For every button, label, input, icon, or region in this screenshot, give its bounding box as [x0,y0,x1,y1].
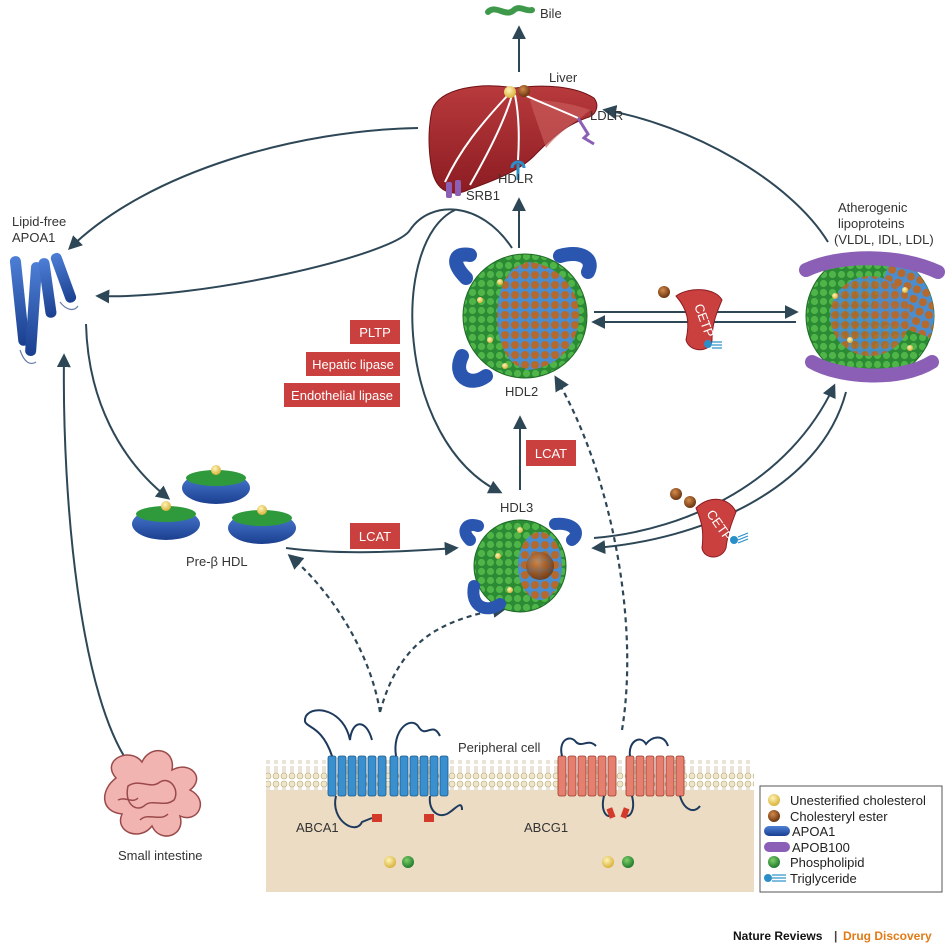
atherogenic-to-liver-arrow [602,105,829,243]
legend-label: APOB100 [792,840,850,855]
abcg1-transporter-icon [557,736,701,819]
cetp-bottom-icon: CETP [670,488,749,558]
intestine-to-apoa1-arrow [56,353,133,769]
hepatic-lipase-box: Hepatic lipase [306,352,400,376]
legend: Unesterified cholesterol Cholesteryl est… [759,785,943,893]
lcat-horizontal-label: LCAT [359,529,391,544]
legend-item-triglyceride: Triglyceride [764,871,857,886]
pre-beta-hdl-label: Pre-β HDL [186,554,248,569]
journal-section: Drug Discovery [843,929,932,943]
legend-item-apob100: APOB100 [764,840,850,855]
lipid-free-apoa1-icon [9,252,79,365]
abca1-cholesterol-icon [384,856,396,868]
liver-to-apoa1-arrow [67,127,419,250]
hdl2-to-apoa1-arrow [95,208,513,304]
legend-label: Triglyceride [790,871,857,886]
lipid-free-label-line1: Lipid-free [12,214,66,229]
blue-cylinder-icon [764,826,790,836]
hepatic-lipase-label: Hepatic lipase [312,357,394,372]
atherogenic-to-hdl3-arrow [591,391,847,555]
hdlr-label: HDLR [498,171,533,186]
purple-cylinder-icon [764,842,790,852]
small-intestine-label: Small intestine [118,848,203,863]
liver-label: Liver [549,70,578,85]
hdl3-to-atherogenic-arrow [593,383,836,539]
journal-name: Nature Reviews [733,929,823,943]
abcg1-phospholipid-icon [622,856,634,868]
triglyceride-icon [764,874,786,882]
pltp-box: PLTP [350,320,400,344]
hdl2-to-hdl3-remodel-arrow [411,209,503,494]
atherogenic-lipoprotein-icon [799,251,945,383]
abca1-transporter-icon [303,709,463,829]
abca1-to-prebeta-dashed-arrow [287,554,382,713]
bile-icon [485,5,535,16]
srb1-label: SRB1 [466,188,500,203]
apoa1-to-prebeta-arrow [85,323,171,500]
hdl2-particle-icon [449,247,597,388]
peripheral-cell [266,760,754,892]
endothelial-lipase-box: Endothelial lipase [284,383,400,407]
legend-item-unesterified-cholesterol: Unesterified cholesterol [768,793,926,808]
pathway-arrows [56,25,847,880]
liver-icon [428,85,598,198]
green-sphere-icon [768,856,780,868]
lcat-horizontal-box: LCAT [350,523,400,549]
abca1-label: ABCA1 [296,820,339,835]
brown-sphere-icon [768,810,780,822]
abca1-to-hdl3-dashed-arrow [378,602,509,713]
hdl3-label: HDL3 [500,500,533,515]
legend-label: APOA1 [792,824,835,839]
journal-credit: Nature Reviews | Drug Discovery [733,929,932,943]
atherogenic-label-line2: lipoproteins [838,216,905,231]
lcat-vertical-box: LCAT [526,440,576,466]
legend-item-cholesteryl-ester: Cholesteryl ester [768,809,888,824]
hdl2-label: HDL2 [505,384,538,399]
yellow-sphere-icon [768,794,780,806]
abcg1-to-hdl2-dashed-arrow [554,375,629,731]
legend-label: Phospholipid [790,855,864,870]
legend-label: Unesterified cholesterol [790,793,926,808]
legend-item-apoa1: APOA1 [764,824,835,839]
peripheral-cell-label: Peripheral cell [458,740,540,755]
endothelial-lipase-label: Endothelial lipase [291,388,393,403]
prebeta-to-hdl3-arrow [285,541,459,556]
ldlr-label: LDLR [590,108,623,123]
atherogenic-label-line3: (VLDL, IDL, LDL) [834,232,934,247]
abcg1-label: ABCG1 [524,820,568,835]
pltp-label: PLTP [359,325,391,340]
lipid-free-label-line2: APOA1 [12,230,55,245]
legend-label: Cholesteryl ester [790,809,888,824]
abcg1-cholesterol-icon [602,856,614,868]
bile-label: Bile [540,6,562,21]
journal-separator: | [834,929,837,943]
pre-beta-hdl-icon [132,465,296,544]
hdl3-particle-icon [459,517,582,615]
abca1-phospholipid-icon [402,856,414,868]
small-intestine-icon [103,749,202,837]
cetp-top-icon: CETP [658,286,723,351]
lcat-vertical-label: LCAT [535,446,567,461]
atherogenic-label-line1: Atherogenic [838,200,908,215]
legend-item-phospholipid: Phospholipid [768,855,864,870]
